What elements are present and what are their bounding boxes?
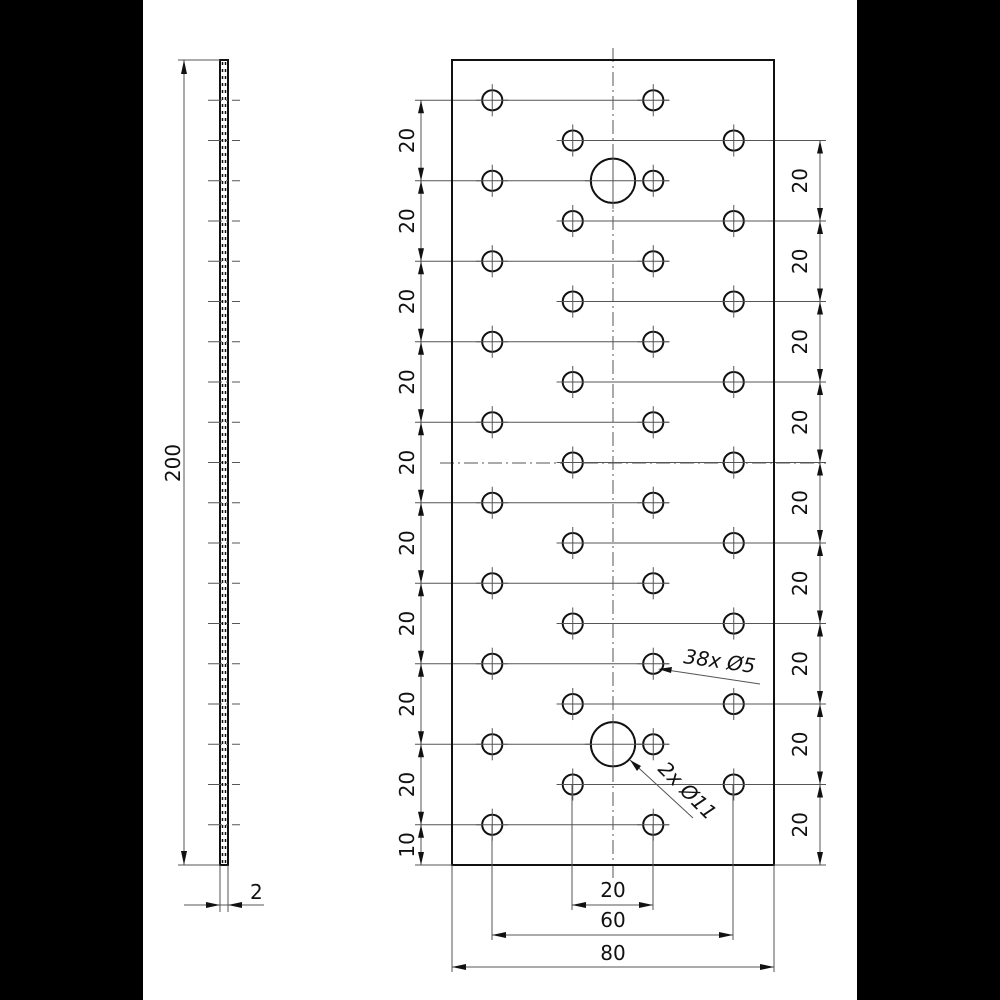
right-pitch-label: 20 — [788, 490, 812, 515]
inner-span-label: 20 — [600, 878, 625, 902]
right-pitch-label: 20 — [788, 168, 812, 193]
right-pitch-label: 20 — [788, 410, 812, 435]
left-pitch-label: 20 — [395, 289, 419, 314]
right-pitch-label: 20 — [788, 812, 812, 837]
thickness-dimension-label: 2 — [250, 880, 263, 904]
left-pitch-label: 20 — [395, 611, 419, 636]
left-pitch-label: 20 — [395, 530, 419, 555]
large-hole-leader — [629, 759, 694, 819]
right-pitch-label: 20 — [788, 732, 812, 757]
width-label: 80 — [600, 941, 625, 965]
left-pitch-label: 20 — [395, 450, 419, 475]
left-pitch-label: 20 — [395, 772, 419, 797]
left-pitch-label: 20 — [395, 208, 419, 233]
left-pitch-label: 20 — [395, 369, 419, 394]
side-view: 200 2 — [161, 59, 264, 912]
outer-span-label: 60 — [600, 908, 625, 932]
right-pitch-label: 20 — [788, 571, 812, 596]
right-pitch-label: 20 — [788, 329, 812, 354]
plate-outline — [451, 59, 775, 866]
height-dimension-label: 200 — [161, 444, 185, 482]
small-hole-leader — [659, 668, 761, 685]
right-pitch-label: 20 — [788, 651, 812, 676]
left-pitch-label: 20 — [395, 691, 419, 716]
small-hole-callout: 38x Ø5 — [682, 644, 757, 678]
left-pitch-label: 20 — [395, 128, 419, 153]
left-pitch-label: 10 — [395, 832, 419, 857]
right-pitch-label: 20 — [788, 249, 812, 274]
